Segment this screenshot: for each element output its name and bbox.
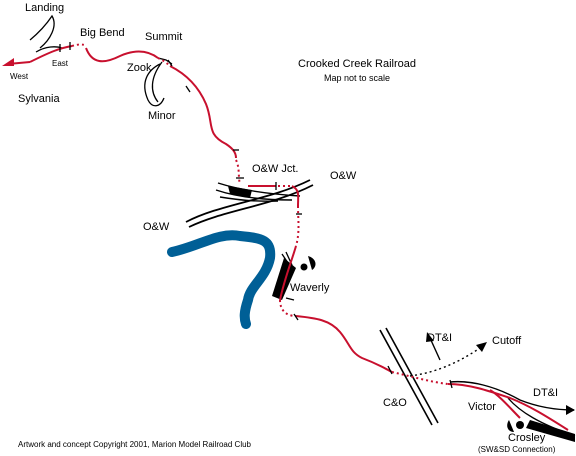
dti-east-arrowhead bbox=[566, 405, 575, 415]
landing-branch bbox=[29, 14, 63, 53]
label-crosley-note: (SW&SD Connection) bbox=[478, 445, 556, 454]
label-c-and-o: C&O bbox=[383, 397, 407, 409]
mainline-block-ticks bbox=[59, 42, 453, 389]
west-tail bbox=[7, 61, 31, 65]
label-ow-jct: O&W Jct. bbox=[252, 163, 299, 175]
map-title: Crooked Creek Railroad bbox=[298, 58, 416, 70]
cutoff-arrowhead bbox=[476, 342, 487, 352]
label-west: West bbox=[10, 72, 29, 81]
label-landing: Landing bbox=[25, 2, 65, 14]
west-arrowhead bbox=[2, 58, 14, 66]
dti-north-arrowhead bbox=[426, 332, 434, 342]
label-dti-east: DT&I bbox=[533, 387, 559, 399]
label-big-bend: Big Bend bbox=[80, 27, 125, 39]
ow-junction-engine-house bbox=[228, 186, 252, 198]
map-subtitle: Map not to scale bbox=[323, 73, 391, 83]
label-cutoff: Cutoff bbox=[492, 335, 522, 347]
label-east: East bbox=[52, 59, 69, 68]
crosley-yard bbox=[507, 397, 576, 442]
crooked-creek-mainline bbox=[29, 43, 569, 431]
label-zook: Zook bbox=[127, 62, 152, 74]
label-victor: Victor bbox=[468, 401, 496, 413]
ow-railroad bbox=[185, 179, 314, 228]
label-sylvania: Sylvania bbox=[18, 93, 60, 105]
label-summit: Summit bbox=[145, 31, 183, 43]
copyright-notice: Artwork and concept Copyright 2001, Mari… bbox=[18, 440, 252, 449]
label-ow-west: O&W bbox=[143, 221, 170, 233]
label-minor: Minor bbox=[148, 110, 176, 122]
dti-railroad bbox=[429, 337, 575, 411]
cutoff-line bbox=[409, 347, 481, 377]
label-dti-north: DT&I bbox=[427, 332, 453, 344]
map-title-block: Crooked Creek Railroad Map not to scale bbox=[282, 58, 432, 83]
river bbox=[167, 230, 276, 329]
label-waverly: Waverly bbox=[290, 282, 330, 294]
label-crosley: Crosley bbox=[508, 432, 546, 444]
label-ow-east: O&W bbox=[330, 170, 357, 182]
